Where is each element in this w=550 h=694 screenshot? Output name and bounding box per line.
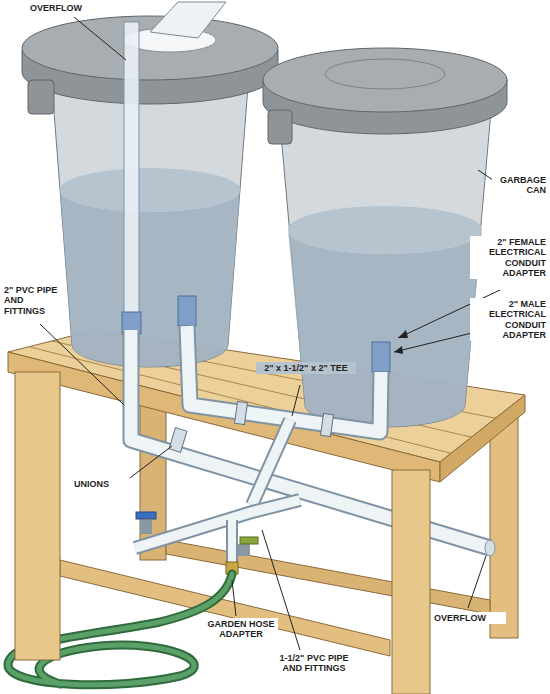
water-surface (288, 206, 482, 254)
valve (140, 520, 152, 534)
handle (268, 110, 292, 144)
part-label: OVERFLOW (28, 2, 92, 14)
part-label: 2" MALE ELECTRICAL CONDUIT ADAPTER (470, 298, 548, 341)
garbage-can-body (50, 60, 250, 367)
part-label: 2" PVC PIPE AND FITTINGS (2, 284, 62, 317)
union (169, 401, 333, 452)
water (60, 190, 240, 367)
bench-leg (15, 372, 60, 660)
leader-lines (40, 17, 500, 650)
lid (22, 16, 278, 80)
water-surface (60, 168, 240, 212)
valve-handle (240, 537, 258, 544)
adapter (178, 296, 196, 326)
part-label: GARBAGE CAN (492, 174, 548, 197)
pipe-end (485, 540, 495, 556)
bench-leg (392, 470, 430, 694)
lid (263, 48, 507, 112)
part-label: UNIONS (72, 478, 136, 490)
pvc-pipes (131, 326, 490, 565)
overflow-pipe (124, 22, 139, 342)
handle (28, 80, 54, 114)
part-label: OVERFLOW (432, 612, 506, 624)
valve (238, 544, 250, 556)
adapter (372, 342, 390, 372)
part-label: GARDEN HOSE ADAPTER (204, 618, 278, 641)
part-label: 2" FEMALE ELECTRICAL CONDUIT ADAPTER (470, 236, 548, 279)
leader-arrowheads (394, 330, 408, 354)
downspout (150, 2, 226, 38)
valve-handle (136, 512, 156, 519)
part-label: 1-1/2" PVC PIPE AND FITTINGS (270, 652, 358, 675)
part-label: 2" x 1-1/2" x 2" TEE (256, 362, 356, 374)
lid-ridge (325, 59, 445, 89)
